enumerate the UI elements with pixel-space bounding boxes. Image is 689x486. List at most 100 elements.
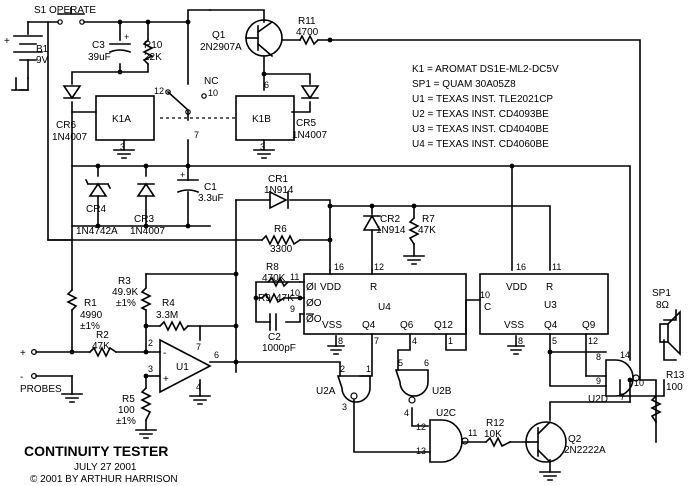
diode-cr4: CR4 1N4742A: [76, 178, 118, 237]
svg-text:10: 10: [634, 378, 644, 388]
r1-tol: ±1%: [80, 321, 100, 332]
svg-text:R: R: [546, 282, 553, 293]
resistor-r13: R13 100: [650, 370, 685, 424]
svg-text:4: 4: [412, 336, 417, 346]
relay-coil-k1a: K1A 3: [95, 95, 155, 159]
svg-text:13: 13: [416, 446, 426, 456]
u1-label: U1: [176, 362, 189, 373]
cr5-value: 1N4007: [292, 130, 327, 141]
c2-ref: C2: [268, 332, 281, 343]
svg-text:6: 6: [264, 80, 269, 90]
c3-ref: C3: [92, 40, 105, 51]
svg-text:6: 6: [214, 350, 219, 360]
svg-text:11: 11: [468, 428, 477, 438]
svg-text:Q4: Q4: [362, 320, 376, 331]
svg-text:16: 16: [334, 262, 344, 272]
c1-ref: C1: [204, 182, 217, 193]
r6-value: 3300: [270, 244, 293, 255]
svg-text:8: 8: [338, 336, 343, 346]
svg-text:12: 12: [588, 336, 598, 346]
svg-text:9: 9: [290, 304, 295, 314]
resistor-r6: R6 3300: [260, 224, 302, 255]
relay-coil-k1b: K1B 6 3: [235, 80, 295, 159]
u2d-label: U2D: [588, 394, 608, 405]
cr3-ref: CR3: [134, 214, 154, 225]
svg-text:7: 7: [194, 130, 199, 140]
svg-text:7: 7: [196, 342, 201, 352]
parts-list-line: K1 = AROMAT DS1E-ML2-DC5V: [412, 64, 559, 75]
r1-value: 4990: [80, 310, 103, 321]
capacitor-c2: C2 1000pF: [262, 313, 296, 354]
k1a-label: K1A: [112, 114, 131, 125]
svg-text:-: -: [163, 348, 166, 359]
svg-text:Q4: Q4: [544, 320, 558, 331]
wiring: [19, 9, 677, 473]
r3-tol: ±1%: [116, 298, 136, 309]
svg-text:11: 11: [552, 262, 561, 272]
svg-text:Q6: Q6: [400, 320, 414, 331]
r13-ref: R13: [666, 370, 685, 381]
svg-text:4: 4: [196, 382, 201, 392]
resistor-r4: R4 3.3M: [156, 298, 190, 332]
resistor-r7: R7 47K: [403, 214, 436, 265]
parts-list: K1 = AROMAT DS1E-ML2-DC5V SP1 = QUAM 30A…: [412, 64, 559, 150]
svg-text:+: +: [180, 170, 185, 180]
u2b-label: U2B: [432, 386, 452, 397]
c2-value: 1000pF: [262, 343, 296, 354]
resistor-r1: R1 4990 ±1%: [66, 288, 103, 332]
svg-text:14: 14: [620, 350, 630, 360]
r13-value: 100: [666, 382, 683, 393]
svg-text:16: 16: [516, 262, 526, 272]
cr5-ref: CR5: [296, 118, 316, 129]
svg-text:3: 3: [120, 142, 125, 152]
r9-value: 47K: [276, 293, 294, 304]
sp1-ref: SP1: [652, 288, 671, 299]
nand-gate-u2d: 8 9 14 7 10 U2D: [588, 350, 644, 405]
r9-ref: R9: [258, 293, 271, 304]
svg-text:9: 9: [596, 376, 601, 386]
svg-text:1: 1: [366, 364, 371, 374]
u2c-label: U2C: [436, 408, 456, 419]
r3-value: 49.9K: [112, 287, 138, 298]
svg-text:12: 12: [374, 262, 384, 272]
diode-cr2: CR2 1N914: [362, 214, 406, 236]
schematic-copyright: © 2001 BY ARTHUR HARRISON: [30, 474, 178, 485]
svg-text:3: 3: [342, 402, 347, 412]
resistor-r9: R9 47K: [258, 292, 294, 304]
r2-ref: R2: [96, 330, 109, 341]
resistor-r10: R10 22K: [142, 38, 163, 66]
cr6-ref: CR6: [56, 120, 76, 131]
svg-text:10: 10: [480, 290, 490, 300]
r11-ref: R11: [298, 16, 316, 27]
svg-text:6: 6: [424, 358, 429, 368]
resistor-r11: R11 4700: [296, 16, 320, 46]
svg-text:3: 3: [148, 364, 153, 374]
ic-u4: U4 VDD R ØI ØO ØO VSS Q4 Q6 Q12 16 12 11…: [290, 262, 467, 355]
r10-value: 22K: [144, 52, 162, 63]
r5-tol: ±1%: [116, 416, 136, 427]
r12-value: 10K: [484, 429, 502, 440]
svg-text:12: 12: [154, 86, 164, 96]
svg-text:4: 4: [404, 408, 409, 418]
diode-cr3: CR3 1N4007: [130, 182, 165, 237]
r5-value: 100: [118, 405, 135, 416]
svg-text:VDD: VDD: [320, 282, 341, 293]
r11-value: 4700: [296, 27, 319, 38]
probes-label: PROBES: [20, 384, 62, 395]
r10-ref: R10: [144, 40, 163, 51]
cr4-ref: CR4: [86, 204, 106, 215]
resistor-r8: R8 470K: [262, 262, 290, 288]
schematic-date: JULY 27 2001: [74, 462, 137, 473]
r4-value: 3.3M: [156, 310, 178, 321]
r7-ref: R7: [422, 214, 435, 225]
svg-text:1: 1: [448, 336, 453, 346]
diode-cr1: CR1 1N914: [264, 174, 294, 210]
svg-text:ØO: ØO: [306, 314, 322, 325]
r3-ref: R3: [118, 276, 131, 287]
svg-text:VSS: VSS: [504, 320, 524, 331]
svg-text:+: +: [20, 348, 26, 359]
q1-ref: Q1: [212, 30, 226, 41]
r4-ref: R4: [162, 298, 175, 309]
svg-text:ØI: ØI: [306, 282, 317, 293]
